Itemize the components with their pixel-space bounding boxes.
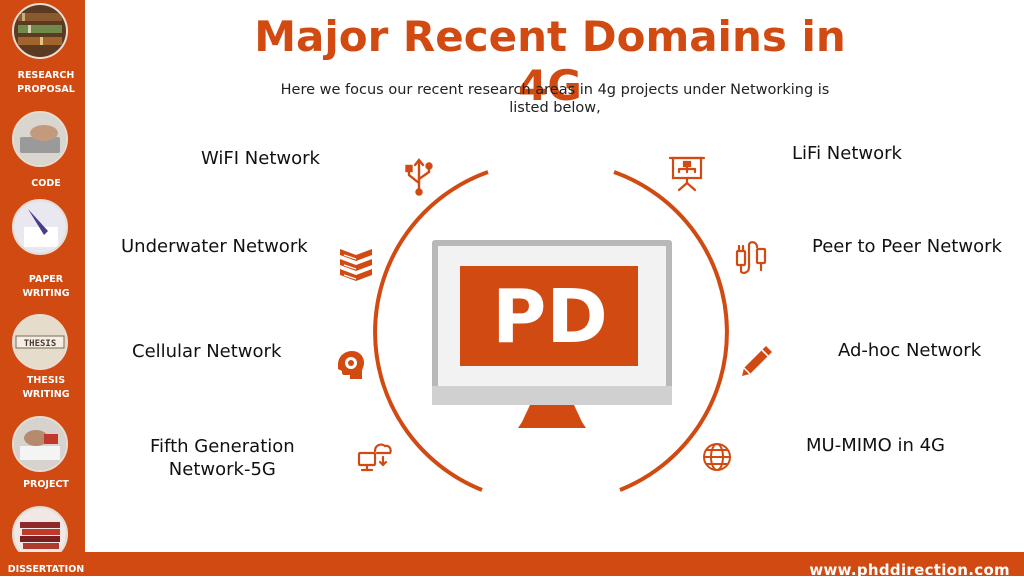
- monitor-inner: [460, 266, 638, 366]
- sidebar-label-dissertation[interactable]: DISSERTATION: [7, 564, 85, 575]
- footer-bar: [0, 552, 1024, 576]
- presentation-board-icon: [667, 153, 707, 193]
- thesis-thumbnail-text: THESIS: [24, 339, 57, 349]
- left-arc: [373, 170, 489, 492]
- page-title: Major Recent Domains in 4G: [254, 12, 846, 110]
- label-mu-mimo: MU-MIMO in 4G: [806, 435, 945, 456]
- page-subtitle: Here we focus our recent research areas …: [280, 82, 830, 116]
- thesis-writing-thumbnail[interactable]: THESIS: [12, 314, 68, 370]
- books-icon: [336, 243, 376, 283]
- head-gears-icon: [330, 345, 370, 385]
- pencil-icon: [736, 342, 776, 382]
- paper-writing-thumbnail[interactable]: [12, 199, 68, 255]
- sidebar-label-project[interactable]: PROJECT: [23, 479, 69, 490]
- footer-url[interactable]: www.phddirection.com: [809, 561, 1010, 579]
- cloud-monitor-icon: [355, 435, 395, 475]
- label-fifth-generation-network: Fifth Generation Network-5G: [150, 436, 295, 480]
- label-peer-to-peer-network: Peer to Peer Network: [812, 236, 1002, 257]
- right-arc: [613, 170, 729, 492]
- globe-icon: [697, 437, 737, 477]
- label-lifi-network: LiFi Network: [792, 143, 902, 164]
- label-adhoc-network: Ad-hoc Network: [838, 340, 982, 361]
- label-wifi-network: WiFI Network: [201, 148, 320, 169]
- label-underwater-network: Underwater Network: [121, 236, 308, 257]
- cable-plug-icon: [732, 237, 772, 277]
- code-thumbnail[interactable]: [12, 111, 68, 167]
- usb-icon: [399, 157, 439, 197]
- sidebar-label-code[interactable]: CODE: [31, 178, 61, 189]
- center-monitor-graphic: PD: [373, 170, 729, 492]
- project-thumbnail[interactable]: [12, 416, 68, 472]
- research-proposal-thumbnail[interactable]: [12, 3, 68, 59]
- label-cellular-network: Cellular Network: [132, 341, 282, 362]
- center-logo-text: PD: [492, 274, 608, 360]
- monitor-stand: [518, 405, 586, 428]
